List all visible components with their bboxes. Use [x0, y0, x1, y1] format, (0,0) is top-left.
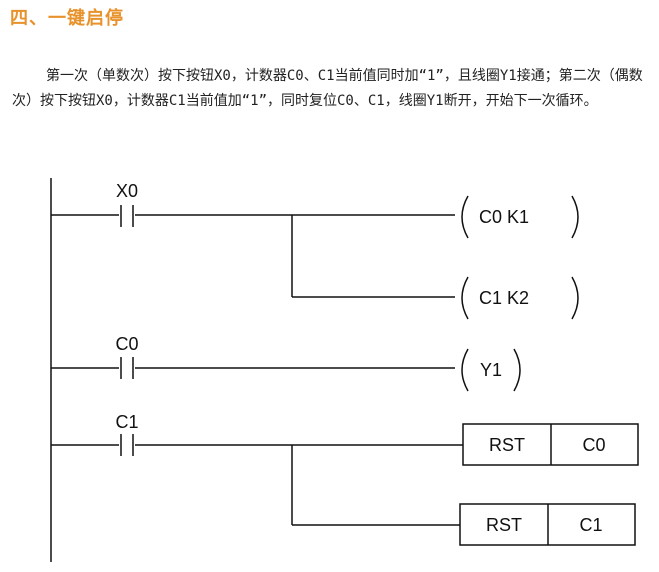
coil-label-y1: Y1: [480, 360, 502, 380]
coil-label-c1-k2: C1 K2: [479, 288, 529, 308]
coil-c0-right-paren: [571, 195, 579, 239]
description-paragraph: 第一次（单数次）按下按钮X0，计数器C0、C1当前值同时加“1”，且线圈Y1接通…: [12, 68, 643, 109]
coil-c1-right-paren: [571, 276, 579, 320]
contact-label-x0: X0: [116, 181, 138, 201]
coil-y1-right-paren: [513, 348, 521, 392]
coil-c1-left-paren: [461, 276, 469, 320]
rst-c1-instruction: RST: [486, 515, 522, 535]
contact-label-c0: C0: [115, 334, 138, 354]
coil-c0-left-paren: [461, 195, 469, 239]
section-heading: 四、一键启停: [10, 8, 124, 29]
rst-c1-operand: C1: [579, 515, 602, 535]
rst-c0-operand: C0: [582, 435, 605, 455]
coil-y1-left-paren: [461, 348, 469, 392]
rst-c0-instruction: RST: [489, 435, 525, 455]
contact-label-c1: C1: [115, 412, 138, 432]
coil-label-c0-k1: C0 K1: [479, 207, 529, 227]
